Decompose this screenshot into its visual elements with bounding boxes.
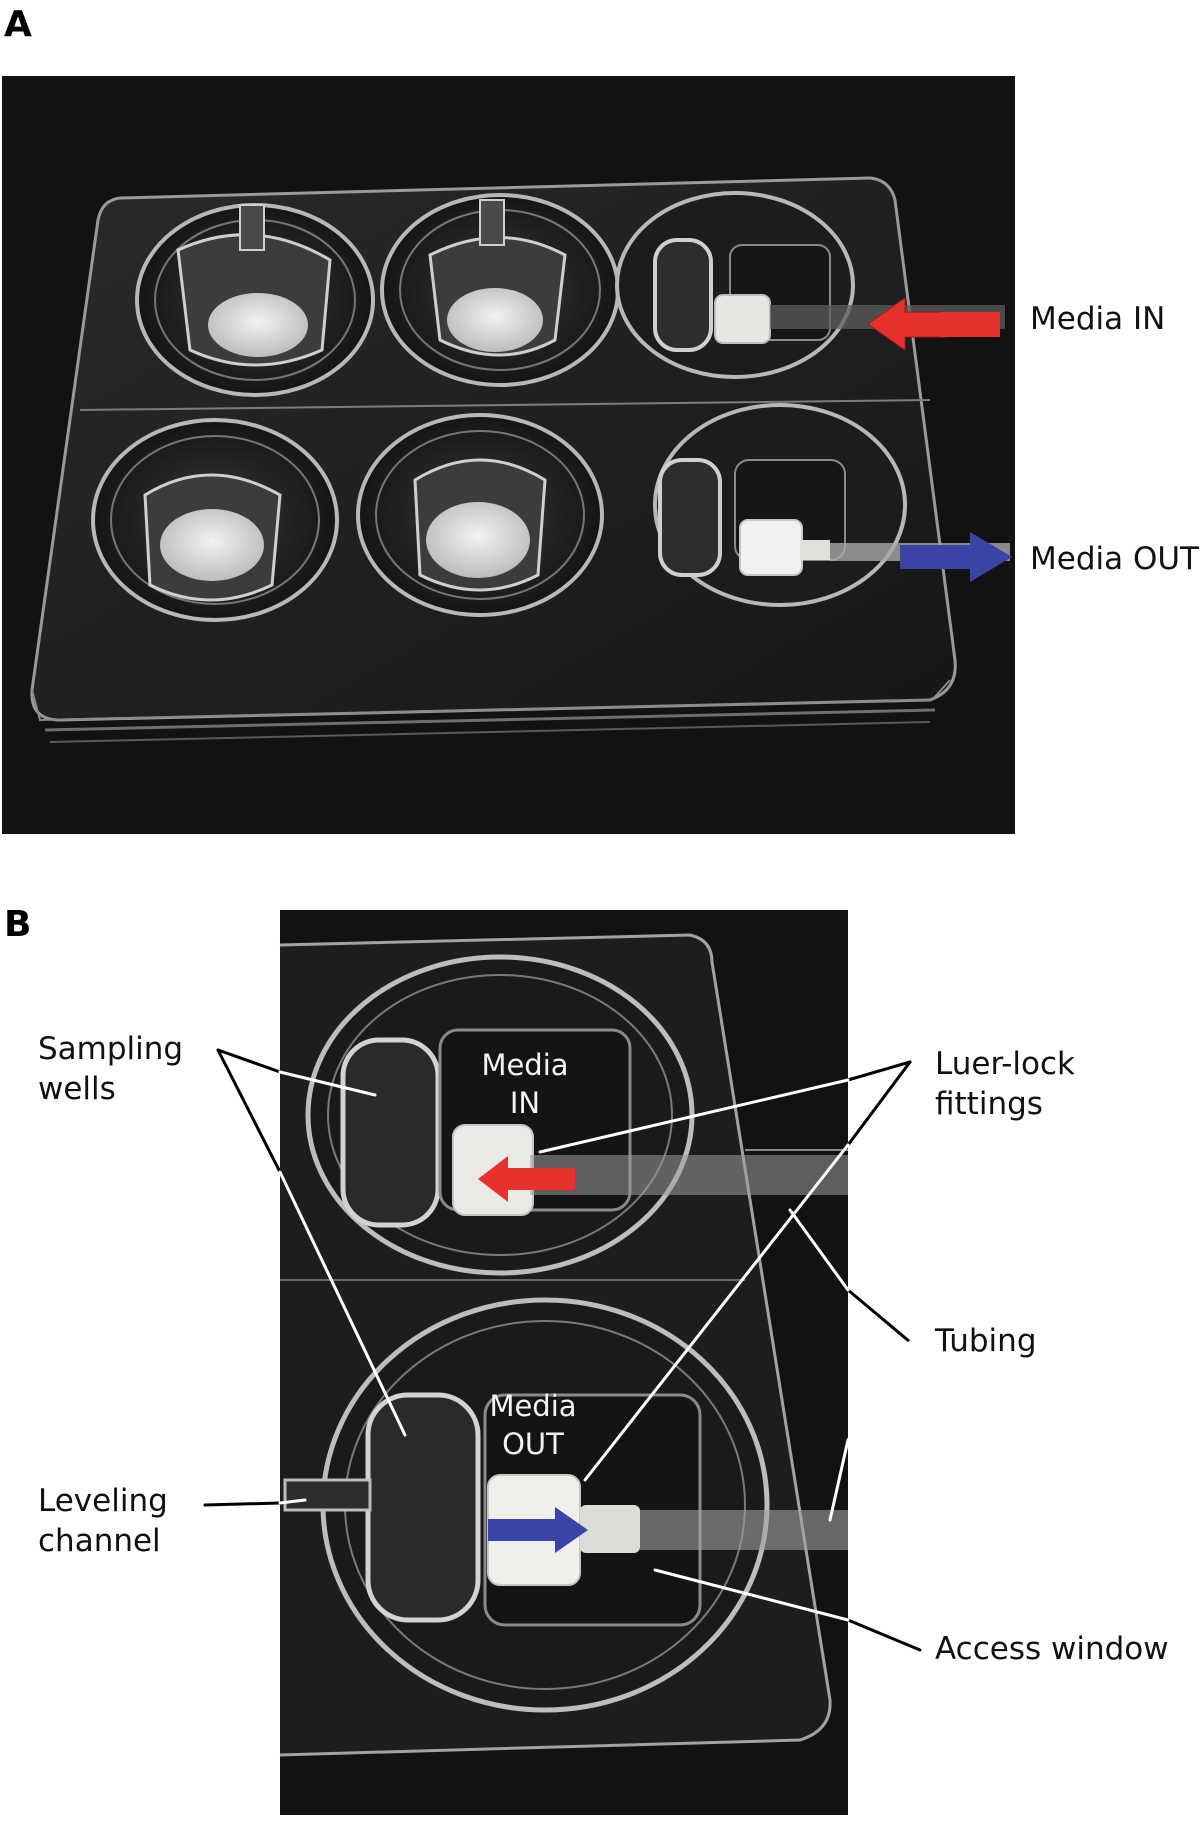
leveling-channel-label-line1: Leveling [38, 1483, 168, 1519]
lower-sampling-well [365, 1392, 481, 1623]
media-in-label: Media IN [1030, 301, 1166, 337]
lower-tubing [640, 1510, 848, 1550]
panel-a-photo [2, 76, 1015, 834]
luer-lock-label-line2: fittings [935, 1085, 1043, 1122]
sampling-wells-label-line1: Sampling [38, 1031, 184, 1067]
upper-flow-well [305, 954, 848, 1276]
insert-well-2 [380, 193, 620, 387]
photo-media-in-label: Media IN [470, 1047, 580, 1122]
leveling-channel-label-line2: channel [38, 1522, 161, 1559]
panel-b-letter: B [4, 904, 32, 945]
luer-lock-label: Luer-lock fittings [935, 1045, 1075, 1124]
panel-a-letter: A [4, 4, 32, 45]
access-window-label: Access window [935, 1631, 1169, 1667]
upper-sampling-well [340, 1037, 441, 1228]
photo-media-out-line2: OUT [502, 1426, 564, 1461]
upper-tubing [530, 1155, 848, 1195]
photo-media-in-line2: IN [509, 1085, 541, 1120]
photo-media-out-label: Media OUT [478, 1388, 588, 1463]
media-out-arrow [900, 532, 1012, 582]
luer-lock-label-line1: Luer-lock [935, 1046, 1075, 1082]
sampling-wells-label-line2: wells [38, 1070, 116, 1107]
photo-media-in-arrow [478, 1156, 575, 1202]
media-out-label: Media OUT [1030, 541, 1199, 577]
flow-well-outlet [653, 403, 1010, 607]
leveling-channel [283, 1478, 372, 1512]
flow-well-inlet [615, 191, 1005, 379]
insert-well-1 [135, 203, 375, 397]
leveling-channel-label: Leveling channel [38, 1482, 168, 1561]
sampling-wells-label: Sampling wells [38, 1030, 183, 1109]
insert-well-4 [356, 413, 604, 617]
panel-b-photo [203, 910, 922, 1815]
media-in-arrow [867, 297, 1000, 351]
insert-well-3 [91, 418, 339, 622]
photo-media-in-line1: Media [481, 1048, 569, 1082]
photo-media-out-line1: Media [489, 1389, 577, 1423]
lower-flow-well [283, 1297, 848, 1713]
tubing-label: Tubing [935, 1323, 1037, 1359]
annotation-pointers [203, 1048, 922, 1652]
photo-media-out-arrow [488, 1507, 588, 1553]
